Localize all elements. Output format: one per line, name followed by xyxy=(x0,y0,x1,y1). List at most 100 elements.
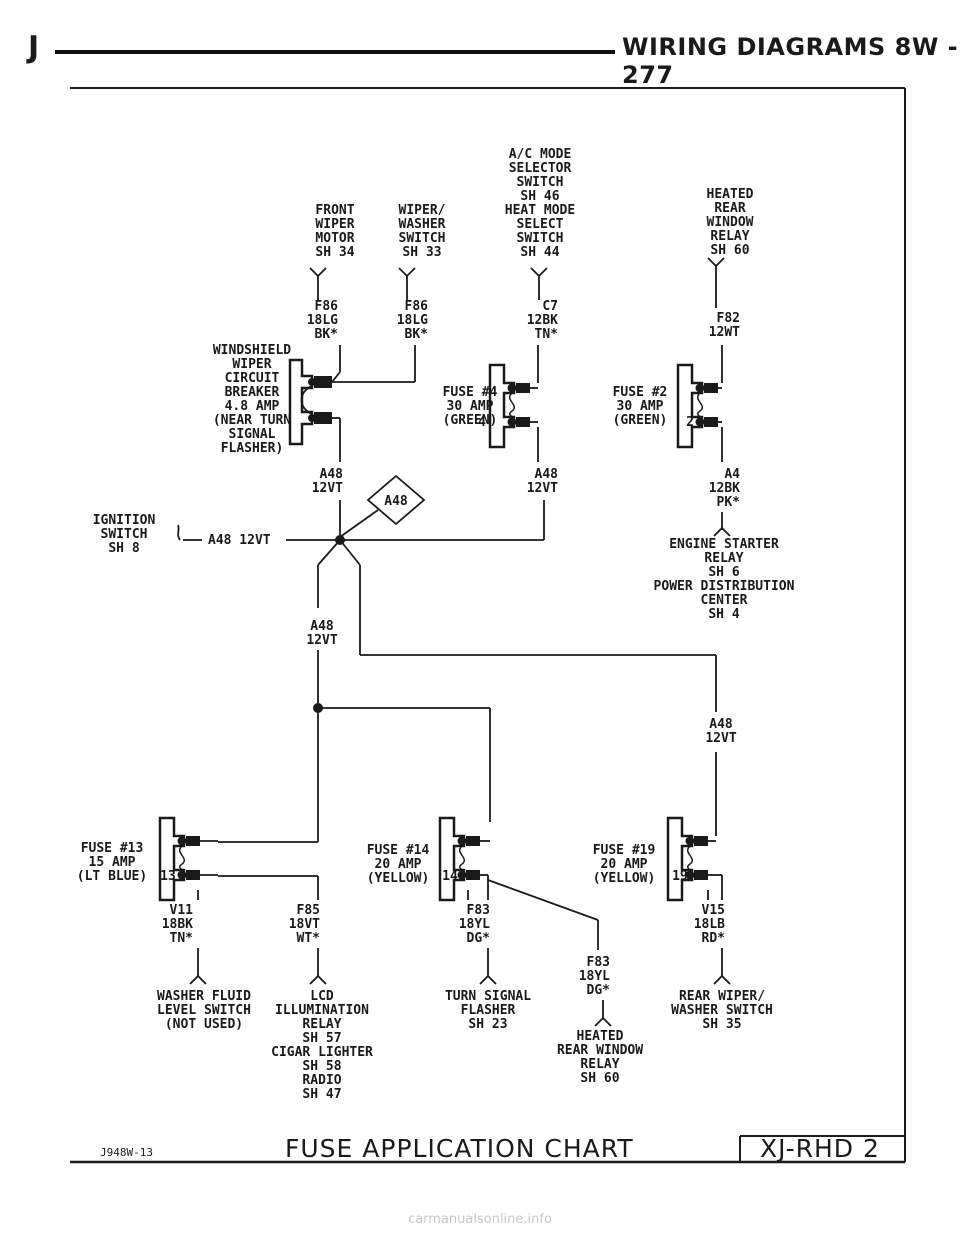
watermark: carmanualsonline.info xyxy=(408,1212,552,1227)
label-fuse19-line: (YELLOW) xyxy=(593,871,656,886)
splice-diamond: A48 xyxy=(339,474,426,538)
label-a48-horizontal: A48 12VT xyxy=(208,533,271,548)
label-rear-wiper-line: WASHER SWITCH xyxy=(671,1003,773,1018)
label-lcd-line: SH 57 xyxy=(302,1031,341,1046)
ignition-switch-icon xyxy=(177,524,181,541)
circuit-breaker xyxy=(288,358,370,446)
label-starter-line: SH 6 xyxy=(708,565,739,580)
label-ac-mode-line: HEAT MODE xyxy=(505,203,575,218)
label-fuse14-line: (YELLOW) xyxy=(367,871,430,886)
label-fuse14-line: 20 AMP xyxy=(375,857,422,872)
label-w-f83a-line: DG* xyxy=(467,931,491,946)
label-w-f86a-line: F86 xyxy=(315,299,339,314)
label-fuse2-num: 2 xyxy=(686,415,694,430)
label-fuse2-line: 30 AMP xyxy=(617,399,664,414)
label-w-a4-line: 12BK xyxy=(709,481,740,496)
label-wiper-washer-line: SWITCH xyxy=(399,231,446,246)
label-w-f83a-line: 18YL xyxy=(459,917,490,932)
label-ac-mode-line: SH 44 xyxy=(520,245,559,260)
label-breaker-line: WIPER xyxy=(232,357,271,372)
label-w-a48-mid-line: 12VT xyxy=(527,481,558,496)
label-w-a48-left-line: A48 xyxy=(320,467,344,482)
splice-a48-bottom xyxy=(313,703,323,713)
label-turn-signal-line: TURN SIGNAL xyxy=(445,989,531,1004)
label-fuse14-line: FUSE #14 xyxy=(367,843,430,858)
label-w-a48-left-line: 12VT xyxy=(312,481,343,496)
label-heated-rear-line: REAR xyxy=(714,201,745,216)
label-breaker-line: BREAKER xyxy=(225,385,280,400)
diamond-label: A48 xyxy=(384,494,408,509)
label-ac-mode-line: SELECTOR xyxy=(509,161,572,176)
label-ignition-line: SH 8 xyxy=(108,541,139,556)
label-starter-line: CENTER xyxy=(701,593,748,608)
label-w-a4-line: A4 xyxy=(724,467,740,482)
label-front-wiper-line: SH 34 xyxy=(315,245,354,260)
label-front-wiper-line: MOTOR xyxy=(315,231,354,246)
label-w-f85-line: 18VT xyxy=(289,917,320,932)
label-w-a48-right-line: A48 xyxy=(709,717,733,732)
label-breaker-line: 4.8 AMP xyxy=(225,399,280,414)
label-lcd-line: RELAY xyxy=(302,1017,341,1032)
header-letter: J xyxy=(28,30,40,65)
label-w-f85-line: WT* xyxy=(297,931,321,946)
label-fuse14-num: 14 xyxy=(442,869,458,884)
label-fuse19-line: FUSE #19 xyxy=(593,843,656,858)
label-heated-rear2-line: REAR WINDOW xyxy=(557,1043,643,1058)
label-w-f83b-line: 18YL xyxy=(579,969,610,984)
label-fuse13-line: FUSE #13 xyxy=(81,841,144,856)
label-fuse2-line: (GREEN) xyxy=(613,413,668,428)
label-fuse4-line: FUSE #4 xyxy=(443,385,498,400)
fuse-19 xyxy=(666,816,710,902)
label-w-a48-low-line: 12VT xyxy=(306,633,337,648)
label-breaker-line: CIRCUIT xyxy=(225,371,280,386)
page-frame xyxy=(70,87,906,1164)
label-front-wiper-line: WIPER xyxy=(315,217,354,232)
label-w-f82-line: 12WT xyxy=(709,325,740,340)
label-ignition-line: IGNITION xyxy=(93,513,156,528)
label-ac-mode-line: SWITCH xyxy=(517,175,564,190)
label-w-f83b-line: DG* xyxy=(587,983,611,998)
label-ac-mode-line: SH 46 xyxy=(520,189,559,204)
label-fuse13-line: (LT BLUE) xyxy=(77,869,147,884)
label-breaker-line: SIGNAL xyxy=(229,427,276,442)
label-wiper-washer-line: WASHER xyxy=(399,217,446,232)
footer-title: FUSE APPLICATION CHART xyxy=(285,1134,634,1163)
label-w-c7-line: 12BK xyxy=(527,313,558,328)
label-washer-fluid-line: LEVEL SWITCH xyxy=(157,1003,251,1018)
label-lcd-line: LCD xyxy=(310,989,334,1004)
label-w-a48-mid-line: A48 xyxy=(535,467,559,482)
label-lcd-line: SH 58 xyxy=(302,1059,341,1074)
label-fuse13-line: 15 AMP xyxy=(89,855,136,870)
label-heated-rear2-line: SH 60 xyxy=(580,1071,619,1086)
label-w-f83b-line: F83 xyxy=(587,955,610,970)
label-w-c7-line: TN* xyxy=(535,327,559,342)
label-wiper-washer-line: SH 33 xyxy=(402,245,441,260)
label-fuse19-line: 20 AMP xyxy=(601,857,648,872)
fuse-14 xyxy=(438,816,482,902)
label-w-a4-line: PK* xyxy=(717,495,741,510)
label-w-f86b-line: BK* xyxy=(405,327,429,342)
label-w-a48-low-line: A48 xyxy=(310,619,334,634)
label-wiper-washer-line: WIPER/ xyxy=(399,203,446,218)
label-w-a48-right-line: 12VT xyxy=(705,731,736,746)
label-w-f86b-line: F86 xyxy=(405,299,429,314)
label-w-v11-line: 18BK xyxy=(162,917,193,932)
label-lcd-line: ILLUMINATION xyxy=(275,1003,369,1018)
label-turn-signal-line: FLASHER xyxy=(461,1003,516,1018)
fuse-leads xyxy=(200,365,723,900)
label-fuse13-num: 13 xyxy=(160,869,176,884)
label-front-wiper-line: FRONT xyxy=(315,203,354,218)
label-heated-rear2-line: RELAY xyxy=(580,1057,619,1072)
label-heated-rear2-line: HEATED xyxy=(577,1029,624,1044)
label-heated-rear-line: WINDOW xyxy=(707,215,754,230)
label-w-v11-line: TN* xyxy=(170,931,194,946)
label-turn-signal-line: SH 23 xyxy=(468,1017,507,1032)
label-fuse4-line: 30 AMP xyxy=(447,399,494,414)
label-w-v11-line: V11 xyxy=(170,903,194,918)
label-heated-rear-line: HEATED xyxy=(707,187,754,202)
label-washer-fluid-line: WASHER FLUID xyxy=(157,989,251,1004)
splice-a48-top xyxy=(335,535,345,545)
label-starter-line: RELAY xyxy=(704,551,743,566)
